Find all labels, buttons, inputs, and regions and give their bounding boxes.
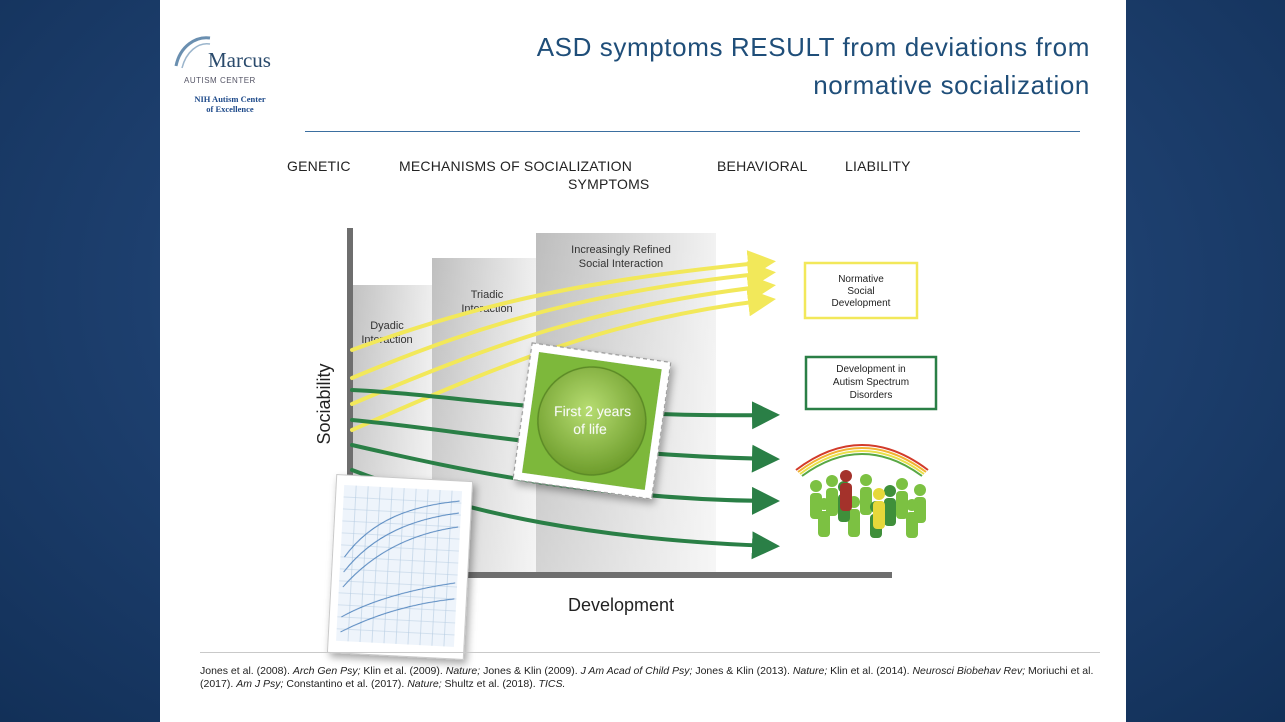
normative-curve-2 (350, 261, 776, 380)
spectrum-arc-icon (795, 444, 929, 477)
normative-outcome-box: Normative Social Development (803, 261, 919, 320)
badge-text-2: of life (573, 421, 607, 437)
citation-author: Jones & Klin (2009). (480, 665, 581, 677)
citation-author: Constantino et al. (2017). (283, 678, 408, 690)
citation-author: Klin et al. (2014). (827, 665, 913, 677)
stage-label-refined-2: Social Interaction (579, 258, 663, 270)
x-axis-label: Development (568, 595, 674, 615)
category-liability: LIABILITY (845, 158, 911, 174)
citation-author: Shultz et al. (2018). (441, 678, 539, 690)
slide: Marcus AUTISM CENTER NIH Autism Center o… (160, 0, 1126, 722)
growth-chart-image (326, 474, 474, 660)
asd-outcome-box: Development in Autism Spectrum Disorders (804, 355, 938, 411)
y-axis-label: Sociability (314, 363, 334, 444)
citation-journal: TICS. (538, 678, 566, 690)
category-symptoms: SYMPTOMS (568, 176, 650, 192)
citation-journal: J Am Acad of Child Psy; (580, 665, 693, 677)
citation-footer: Jones et al. (2008). Arch Gen Psy; Klin … (200, 652, 1100, 691)
normative-label-2: Social (847, 286, 874, 297)
people-crowd-icon (810, 470, 926, 538)
category-mechanisms: MECHANISMS OF SOCIALIZATION (399, 158, 633, 174)
normative-label-3: Development (832, 298, 891, 309)
logo-name: Marcus (208, 48, 271, 72)
asd-label-2: Autism Spectrum (833, 377, 909, 388)
citation-journal: Am J Psy; (236, 678, 284, 690)
badge-text-1: First 2 years (554, 403, 631, 419)
asd-label-1: Development in (836, 364, 905, 375)
socialization-diagram: Dyadic Interaction Triadic Interaction I… (314, 228, 938, 660)
normative-curves (350, 250, 776, 432)
citation-journal: Nature; (407, 678, 442, 690)
slide-title-line1: ASD symptoms RESULT from deviations from (536, 32, 1090, 62)
normative-curve-3 (350, 274, 776, 406)
logo-subtitle: AUTISM CENTER (184, 76, 256, 85)
normative-label-1: Normative (838, 274, 884, 285)
first-two-years-badge: First 2 years of life (512, 342, 672, 500)
citation-journal: Neurosci Biobehav Rev; (912, 665, 1026, 677)
title-divider (305, 131, 1080, 132)
citation-author: Jones et al. (2008). (200, 665, 293, 677)
citation-author: Moriuchi et al. (2017). (200, 665, 1094, 690)
logo-nih: NIH Autism Center of Excellence (176, 94, 284, 114)
marcus-logo: Marcus AUTISM CENTER NIH Autism Center o… (168, 18, 288, 128)
logo-nih-line1: NIH Autism Center (194, 94, 266, 104)
stage-label-dyadic-1: Dyadic (370, 320, 404, 332)
category-behavioral: BEHAVIORAL (717, 158, 808, 174)
normative-curve-1 (350, 250, 776, 352)
citation-author: Jones & Klin (2013). (692, 665, 793, 677)
logo-swoosh-icon (174, 36, 211, 69)
category-genetic: GENETIC (287, 158, 351, 174)
citation-author: Klin et al. (2009). (360, 665, 446, 677)
stage-label-refined-1: Increasingly Refined (571, 244, 671, 256)
slide-title-line2: normative socialization (813, 70, 1090, 100)
asd-label-3: Disorders (850, 390, 893, 401)
citation-journal: Arch Gen Psy; (292, 665, 361, 677)
citation-journal: Nature; (445, 665, 481, 677)
citation-journal: Nature; (792, 665, 828, 677)
logo-nih-line2: of Excellence (206, 104, 254, 114)
stage-label-triadic-1: Triadic (471, 289, 504, 301)
